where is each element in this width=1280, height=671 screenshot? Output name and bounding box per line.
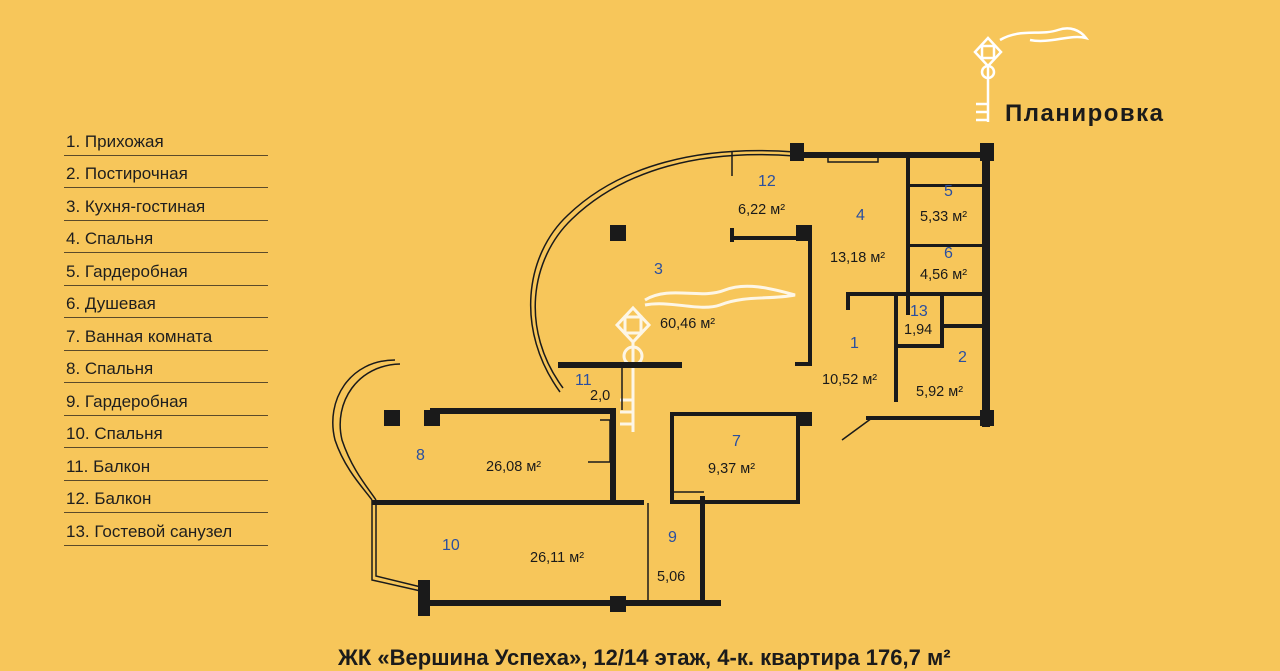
key-watermark-icon bbox=[614, 284, 796, 432]
room-9-number: 9 bbox=[668, 529, 677, 546]
room-2-number: 2 bbox=[958, 349, 967, 366]
wall-5-top bbox=[906, 184, 986, 187]
legend-item: 6. Душевая bbox=[64, 286, 268, 318]
wall-1-stub bbox=[846, 292, 850, 310]
column-top-right bbox=[980, 143, 994, 161]
room-12-area: 6,22 м² bbox=[738, 202, 785, 218]
bedroom8-door bbox=[588, 419, 611, 463]
room-4-area: 13,18 м² bbox=[830, 250, 885, 266]
bedroom10-window-inner bbox=[375, 500, 426, 589]
legend-item: 7. Ванная комната bbox=[64, 318, 268, 351]
room-8-area: 26,08 м² bbox=[486, 459, 541, 475]
room-2-area: 5,92 м² bbox=[916, 384, 963, 400]
room-3-area: 60,46 м² bbox=[660, 316, 715, 332]
wall-3-4 bbox=[808, 236, 812, 366]
wall-6-bottom bbox=[846, 292, 986, 296]
wall-8-top bbox=[430, 408, 616, 414]
bedroom8-arc-inner bbox=[339, 363, 401, 501]
room-11-number: 11 bbox=[575, 372, 592, 389]
room-5-area: 5,33 м² bbox=[920, 209, 967, 225]
room-labels: 1 10,52 м² 2 5,92 м² 3 60,46 м² 4 13,18 … bbox=[416, 173, 967, 585]
room-7-area: 9,37 м² bbox=[708, 461, 755, 477]
column-7 bbox=[796, 412, 812, 426]
brand-title: Планировка bbox=[1005, 100, 1165, 127]
room-11-area: 2,0 bbox=[590, 388, 610, 404]
wall-7-top bbox=[670, 412, 806, 416]
room-13-area: 1,94 bbox=[904, 322, 932, 338]
column-bottom-right bbox=[980, 410, 994, 426]
column-bedroom8 bbox=[384, 410, 400, 426]
wall-8-right bbox=[610, 408, 616, 502]
wall-3-4-foot bbox=[795, 362, 812, 366]
legend-item: 9. Гардеробная bbox=[64, 383, 268, 416]
walls bbox=[372, 143, 994, 616]
wall-7-right bbox=[796, 412, 800, 502]
room-1-area: 10,52 м² bbox=[822, 372, 877, 388]
legend-item: 5. Гардеробная bbox=[64, 253, 268, 286]
wall-7-left bbox=[670, 412, 674, 504]
legend-item: 12. Балкон bbox=[64, 481, 268, 513]
room-6-number: 6 bbox=[944, 245, 953, 262]
room-5-number: 5 bbox=[944, 183, 953, 200]
wall-12-stub bbox=[730, 228, 734, 242]
living-room-arc-inner bbox=[534, 153, 796, 389]
wall-5-6 bbox=[906, 244, 984, 247]
column-bottom-left bbox=[418, 580, 430, 616]
legend-item: 8. Спальня bbox=[64, 351, 268, 383]
wall-4-right bbox=[906, 155, 910, 315]
key-logo-icon bbox=[973, 27, 1090, 122]
wall-13-right bbox=[940, 292, 944, 348]
wall-bottom bbox=[425, 600, 721, 606]
room-8-number: 8 bbox=[416, 447, 425, 464]
room-9-area: 5,06 bbox=[657, 569, 685, 585]
wall-right bbox=[982, 145, 990, 427]
room-12-number: 12 bbox=[758, 173, 776, 190]
room-4-number: 4 bbox=[856, 207, 865, 224]
wall-2-top bbox=[944, 324, 986, 328]
bedroom8-arc bbox=[332, 359, 396, 501]
legend-item: 3. Кухня-гостиная bbox=[64, 188, 268, 221]
wall-13-bottom bbox=[896, 344, 944, 348]
legend-item: 2. Постирочная bbox=[64, 156, 268, 188]
wall-top bbox=[795, 152, 987, 158]
bedroom10-window bbox=[371, 500, 426, 593]
apartment-caption: ЖК «Вершина Успеха», 12/14 этаж, 4-к. кв… bbox=[338, 645, 951, 670]
living-room-arc bbox=[529, 149, 796, 393]
room-13-number: 13 bbox=[910, 303, 928, 320]
column-top bbox=[790, 143, 804, 161]
wall-balcony11 bbox=[558, 362, 682, 368]
thin-outlines bbox=[332, 149, 879, 600]
legend-item: 11. Балкон bbox=[64, 448, 268, 481]
wall-7-bottom bbox=[670, 500, 800, 504]
legend-item: 1. Прихожая bbox=[64, 123, 268, 156]
wall-12-bottom bbox=[730, 236, 810, 240]
door-swing bbox=[841, 417, 873, 441]
room-1-number: 1 bbox=[850, 335, 859, 352]
legend-item: 13. Гостевой санузел bbox=[64, 513, 268, 546]
room-6-area: 4,56 м² bbox=[920, 267, 967, 283]
wall-2-bottom bbox=[866, 416, 986, 420]
legend-item: 10. Спальня bbox=[64, 416, 268, 448]
room-10-area: 26,11 м² bbox=[530, 550, 584, 566]
room-10-number: 10 bbox=[442, 537, 460, 554]
legend-item: 4. Спальня bbox=[64, 221, 268, 253]
wall-8-10 bbox=[372, 500, 644, 505]
wall-9-right bbox=[700, 496, 705, 606]
room-7-number: 7 bbox=[732, 433, 741, 450]
column-bottom-mid bbox=[610, 596, 626, 612]
room-3-number: 3 bbox=[654, 261, 663, 278]
column-living bbox=[610, 225, 626, 241]
